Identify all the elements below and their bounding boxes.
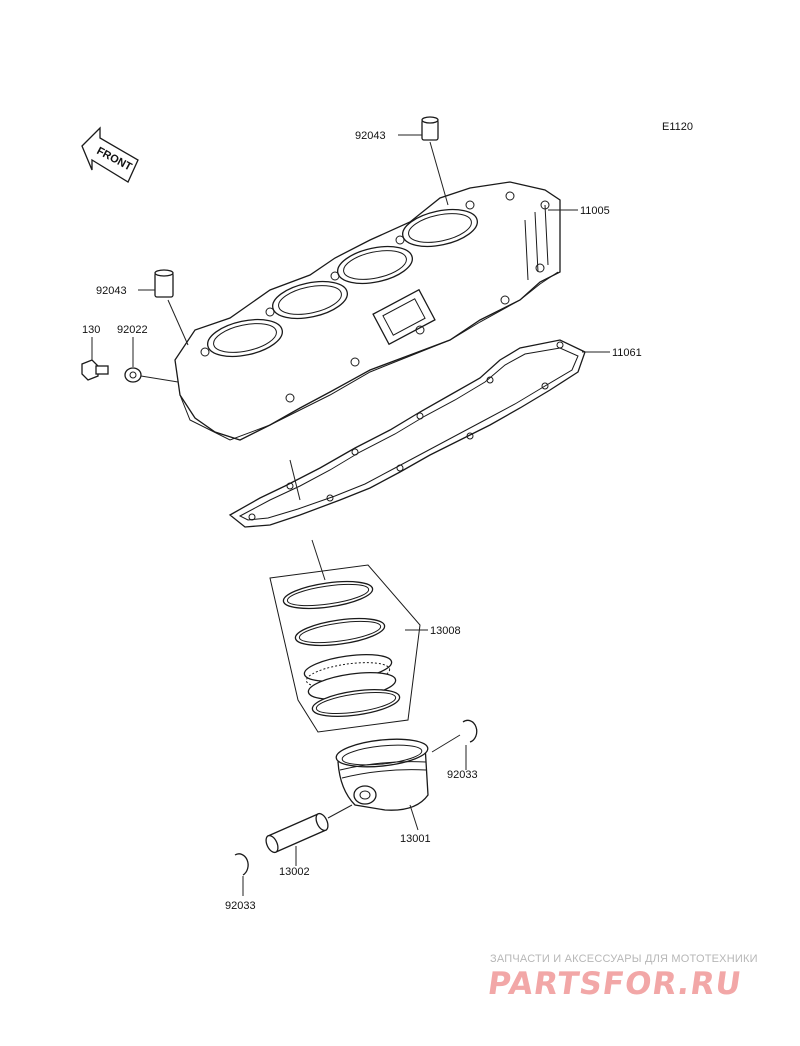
callout-92022: 92022 [117,324,148,336]
callout-13008: 13008 [430,625,461,637]
callout-92033-left: 92033 [225,900,256,912]
callout-92033-right: 92033 [447,769,478,781]
circlip-left [234,853,249,876]
callout-11005: 11005 [580,205,610,217]
head-gasket [228,339,586,528]
piston-pin [265,812,329,854]
circlip-right [462,719,478,743]
bolt [81,359,109,381]
dowel-pin-top [421,116,439,141]
callout-13001: 13001 [400,833,431,845]
callout-13002: 13002 [279,866,310,878]
diagram-code: E1120 [662,121,693,133]
piston-ring-set [269,564,421,733]
washer [124,367,142,383]
front-arrow-icon: FRONT [81,126,139,183]
piston [335,738,429,811]
callout-92043-top: 92043 [355,130,386,142]
watermark-tagline: ЗАПЧАСТИ И АКСЕССУАРЫ ДЛЯ МОТОТЕХНИКИ [490,953,758,965]
callout-130: 130 [82,324,100,336]
callout-11061: 11061 [612,347,642,359]
dowel-pin-left [154,269,174,298]
callout-92043-left: 92043 [96,285,127,297]
cylinder-block [174,181,561,441]
watermark-logo: PARTSFOR.RU [485,966,745,1002]
